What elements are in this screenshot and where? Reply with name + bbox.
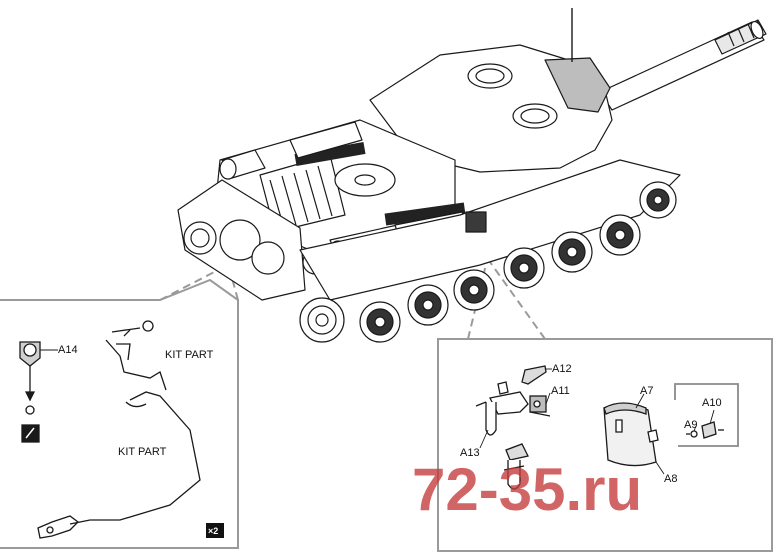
label-kit-part-bottom: KIT PART	[118, 446, 167, 458]
drive-sprocket	[183, 221, 345, 343]
left-detail-frame	[0, 278, 239, 549]
label-multiplier: ×2	[208, 526, 218, 536]
road-wheels	[183, 181, 677, 343]
label-a8: A8	[664, 473, 677, 485]
stowage-box	[465, 211, 487, 233]
right-detail-frame	[437, 338, 773, 552]
label-a10: A10	[702, 397, 722, 409]
label-a7: A7	[640, 385, 653, 397]
tow-cable	[37, 320, 201, 539]
wheel	[503, 247, 545, 289]
label-a9: A9	[684, 419, 697, 431]
callout-frames	[0, 247, 773, 552]
wheel	[551, 231, 593, 273]
a14-part	[19, 341, 41, 443]
watermark: 72-35.ru	[412, 456, 642, 523]
label-kit-part-top: KIT PART	[165, 349, 214, 361]
tank-drawing	[177, 8, 767, 301]
right-parts	[475, 365, 724, 490]
wheel	[599, 214, 641, 256]
label-a12: A12	[552, 363, 572, 375]
a9-a10-frame	[674, 383, 739, 447]
gun-barrel	[599, 19, 767, 111]
label-a14: A14	[58, 344, 78, 356]
label-a13: A13	[460, 447, 480, 459]
wheel	[453, 269, 495, 311]
wheel	[359, 301, 401, 343]
label-leaders	[40, 349, 715, 475]
wheel	[639, 181, 677, 219]
wheel	[407, 284, 449, 326]
multiplier-badge	[206, 523, 224, 538]
gun-mantlet	[544, 57, 611, 113]
label-a11: A11	[551, 385, 570, 397]
